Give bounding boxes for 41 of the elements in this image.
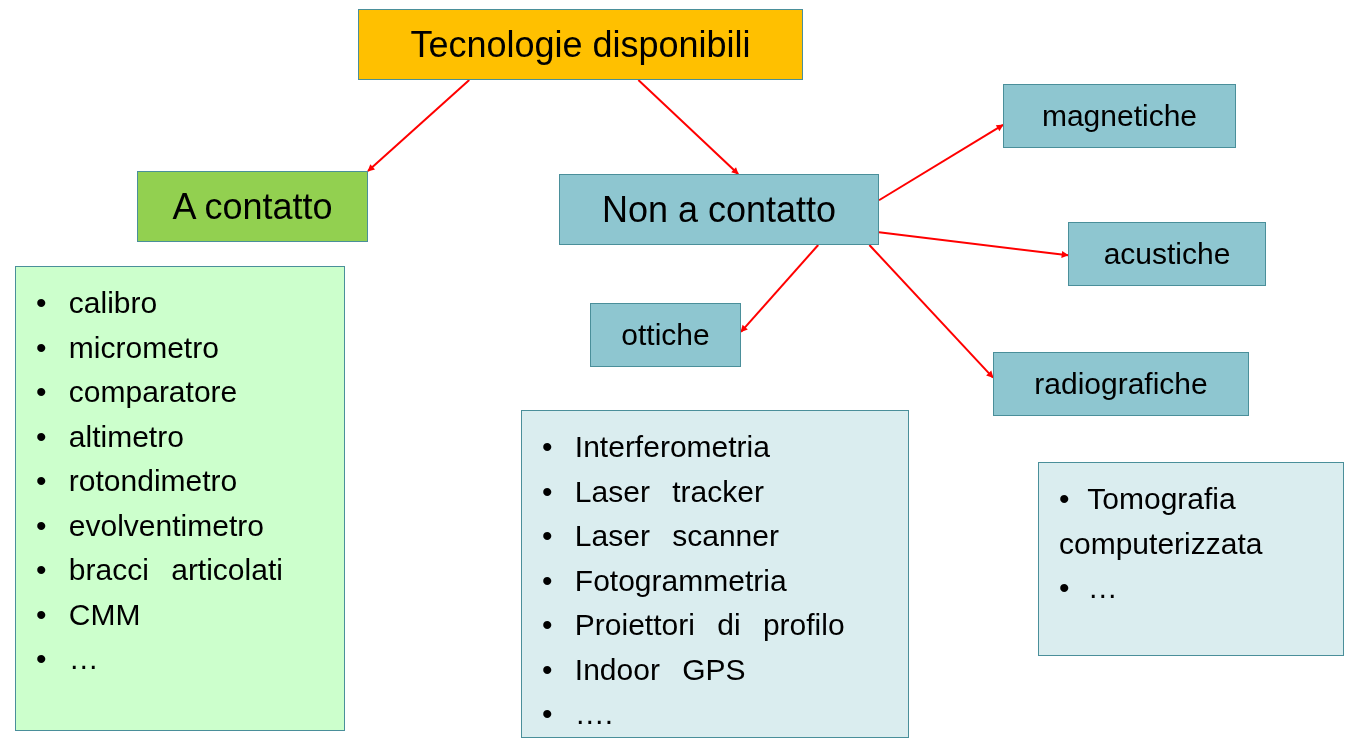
box-label: ottiche xyxy=(621,318,710,352)
list-item: • rotondimetro xyxy=(36,463,239,499)
category-box xyxy=(1003,84,1236,148)
list-item: • calibro xyxy=(36,285,159,321)
list-item: • Interferometria xyxy=(542,429,771,465)
list-item: • Laser scanner xyxy=(542,518,780,554)
box-label: magnetiche xyxy=(1041,99,1198,133)
arrow xyxy=(868,244,994,379)
list-item: • Proiettori di profilo xyxy=(542,607,845,643)
list-item: • … xyxy=(1059,570,1119,606)
list-item: • Tomografia computerizzata xyxy=(1059,481,1264,562)
list-box xyxy=(1038,462,1344,656)
category-box xyxy=(559,174,879,245)
list-item: • comparatore xyxy=(36,374,239,410)
list-item: • Fotogrammetria xyxy=(542,562,788,599)
category-box xyxy=(358,9,803,80)
list-item: • altimetro xyxy=(36,418,185,455)
box-label: radiografiche xyxy=(1034,367,1208,401)
box-label: Tecnologie disponibili xyxy=(410,23,751,66)
list-item: • Laser tracker xyxy=(542,473,765,510)
box-label: A contatto xyxy=(172,185,333,228)
list-item: • bracci articolati xyxy=(36,552,283,588)
list-item: • …. xyxy=(542,696,615,732)
list-box xyxy=(521,410,909,738)
category-box xyxy=(137,171,368,242)
category-box xyxy=(590,303,741,367)
arrow xyxy=(367,79,471,172)
list-item: • micrometro xyxy=(36,329,220,366)
box-label: Non a contatto xyxy=(601,188,837,231)
list-item: • … xyxy=(36,641,100,677)
list-item: • Indoor GPS xyxy=(542,651,747,688)
box-label: acustiche xyxy=(1103,237,1231,271)
arrow xyxy=(878,123,1004,202)
category-box xyxy=(993,352,1249,416)
list-item: • evolventimetro xyxy=(36,507,265,544)
arrow xyxy=(740,244,820,333)
category-box xyxy=(1068,222,1266,286)
arrow xyxy=(878,231,1069,258)
arrow xyxy=(637,79,740,175)
list-item: • CMM xyxy=(36,596,142,633)
list-box xyxy=(15,266,345,731)
